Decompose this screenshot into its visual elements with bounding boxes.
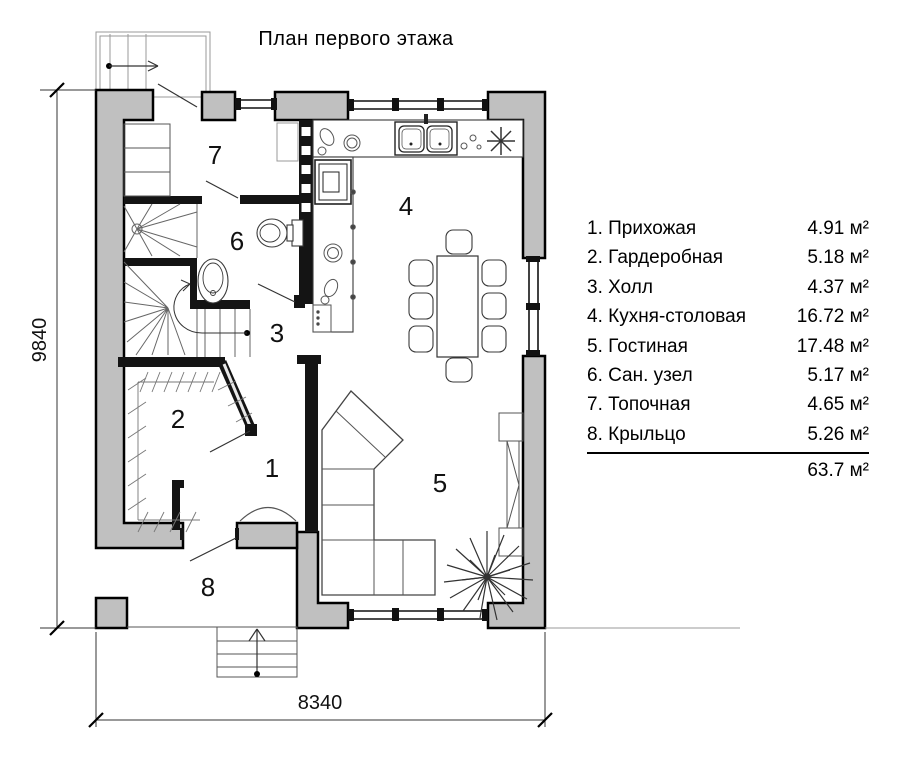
kitchen-fixtures [312, 114, 524, 333]
dimensions: 9840 8340 [29, 82, 553, 728]
legend-item: 5. Гостиная 17.48 м² [587, 332, 869, 361]
stove-icon [314, 159, 352, 205]
room-label-4: 4 [399, 191, 413, 221]
legend-room-name: 3. Холл [587, 276, 653, 298]
back-porch-steps [95, 31, 211, 98]
toilet-icon [256, 218, 304, 248]
legend-room-name: 1. Прихожая [587, 218, 697, 239]
window-kitchen [348, 98, 488, 111]
boiler-room-fixtures [123, 122, 299, 197]
window-right [526, 256, 540, 356]
lower-counter-items [312, 189, 356, 333]
legend-item: 1. Прихожая 4.91 м² [587, 214, 869, 243]
room-label-7: 7 [208, 140, 222, 170]
legend-room-area: 17.48 м² [796, 335, 869, 357]
legend-room-area: 4.37 м² [807, 276, 869, 298]
legend-item: 3. Холл 4.37 м² [587, 273, 869, 302]
legend-room-name: 5. Гостиная [587, 335, 688, 357]
legend-room-name: 4. Кухня-столовая [587, 306, 747, 328]
window-top-left [235, 98, 277, 110]
legend-item: 6. Сан. узел 5.17 м² [587, 361, 869, 390]
legend-room-area: 4.91 м² [807, 218, 869, 239]
legend-total-area: 63.7 м² [807, 460, 869, 482]
legend-divider [587, 452, 869, 455]
legend-room-name: 6. Сан. узел [587, 365, 693, 387]
porch-column [94, 596, 129, 630]
windows [235, 98, 540, 621]
legend-room-area: 5.17 м² [807, 365, 869, 387]
stair-direction-arrow [180, 279, 191, 292]
room-label-3: 3 [270, 318, 284, 348]
room-label-1: 1 [265, 453, 279, 483]
washbasin-icon [197, 258, 229, 304]
porch-steps [127, 626, 740, 678]
legend-item: 4. Кухня-столовая 16.72 м² [587, 302, 869, 331]
stair-direction-arrow [147, 60, 159, 72]
dining-set [408, 229, 507, 383]
door-wardrobe [209, 430, 251, 453]
stair-direction-arrow [248, 628, 266, 642]
room-label-2: 2 [171, 404, 185, 434]
door-boiler-room [205, 180, 239, 199]
interior-walls [118, 120, 321, 540]
dimension-height: 9840 [29, 318, 51, 363]
door-bathroom [257, 283, 296, 303]
legend-item: 2. Гардеробная 5.18 м² [587, 243, 869, 272]
wardrobe-hatching [127, 371, 253, 533]
room-labels: 1 2 3 4 5 6 7 8 [171, 140, 447, 602]
door-swings [157, 83, 297, 562]
page-title: План первого этажа [258, 28, 454, 50]
door-back-entrance [157, 83, 198, 108]
sofa [321, 390, 436, 596]
legend-room-name: 8. Крыльцо [587, 423, 686, 445]
vent-shaft [301, 127, 311, 212]
room-label-5: 5 [433, 468, 447, 498]
dining-table [436, 255, 479, 358]
stair-start-dot [254, 671, 260, 677]
entrance-door-arc [239, 507, 297, 522]
legend-room-area: 5.26 м² [807, 423, 869, 445]
boiler-unit [276, 122, 299, 162]
door-main-entrance [189, 537, 237, 562]
star-symbol-icon [487, 127, 515, 155]
exterior-walls [94, 88, 547, 630]
legend-room-name: 7. Топочная [587, 394, 691, 416]
room-label-6: 6 [230, 226, 244, 256]
legend-room-area: 5.18 м² [807, 247, 869, 269]
legend-room-area: 16.72 м² [796, 306, 869, 328]
legend-room-name: 2. Гардеробная [587, 247, 724, 269]
room-label-8: 8 [201, 572, 215, 602]
tv-unit [498, 412, 524, 557]
countertop-items [317, 128, 482, 156]
legend-item: 7. Топочная 4.65 м² [587, 390, 869, 419]
dining-chairs [408, 229, 507, 383]
room-legend: 1. Прихожая 4.91 м² 2. Гардеробная 5.18 … [587, 214, 869, 485]
legend-room-area: 4.65 м² [807, 394, 869, 416]
legend-item: 8. Крыльцо 5.26 м² [587, 420, 869, 449]
dimension-width: 8340 [298, 692, 343, 714]
bathroom-fixtures [197, 218, 304, 304]
window-living-room [348, 608, 488, 621]
kitchen-sink-icon [394, 114, 458, 156]
staircase [123, 203, 251, 357]
plant-icon [443, 531, 534, 621]
